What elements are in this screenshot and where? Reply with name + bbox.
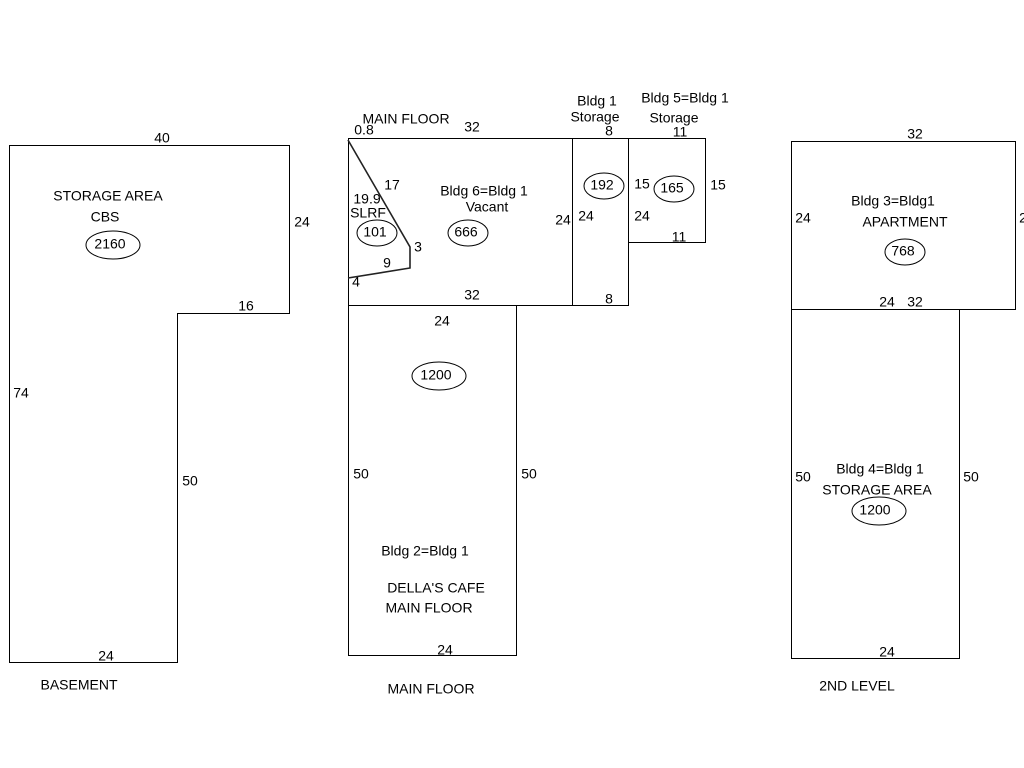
dim-label: 32 (907, 294, 923, 310)
area-ellipse (653, 175, 695, 203)
dim-label: 17 (384, 177, 400, 193)
dim-label: 8 (605, 291, 613, 307)
dim-label: 40 (154, 130, 170, 146)
dim-label: 24 (98, 648, 114, 664)
slrf-label: SLRF (350, 205, 386, 221)
dim-label: 9 (383, 255, 391, 271)
bldg-name: DELLA'S CAFE (387, 580, 485, 596)
dim-label: 50 (795, 469, 811, 485)
bldg-name: MAIN FLOOR (385, 600, 472, 616)
dim-label: 24 (879, 294, 895, 310)
dim-label: 74 (13, 385, 29, 401)
area-ellipse (851, 496, 907, 526)
area-value: 2160 (94, 236, 125, 252)
dim-label: 19.9 (353, 191, 380, 207)
slrf-outline (347, 139, 411, 279)
section-title: 2ND LEVEL (819, 678, 895, 694)
dim-label: 11 (672, 229, 687, 245)
basement-plan: 40 24 16 74 50 24 STORAGE AREA CBS 2160 … (9, 130, 310, 693)
area-ellipse (85, 230, 141, 260)
dim-label: 24 (294, 214, 310, 230)
dim-label: 24 (879, 644, 895, 660)
dim-label: 11 (673, 124, 688, 140)
construction-label: CBS (91, 209, 120, 225)
area-value: 768 (891, 243, 915, 259)
bldg-sub: Storage (649, 110, 698, 126)
dim-label: 24 (434, 313, 450, 329)
dim-label: 24 (795, 210, 811, 226)
area-value: 165 (660, 180, 684, 196)
dim-label: 32 (907, 126, 923, 142)
area-ellipse (356, 219, 398, 247)
section-title: MAIN FLOOR (362, 111, 449, 127)
bldg-sub: Vacant (466, 199, 509, 215)
bldg2-outline (348, 305, 517, 656)
second-level-plan: 32 32 24 2 Bldg 3=Bldg1 APARTMENT 768 24… (791, 126, 1024, 694)
area-value: 1200 (420, 367, 451, 383)
area-value: 666 (454, 224, 478, 240)
dim-label: 0.8 (354, 122, 374, 138)
area-name: STORAGE AREA (53, 188, 163, 204)
dim-label: 24 (578, 208, 594, 224)
area-value: 192 (590, 177, 614, 193)
dim-label: 24 (634, 208, 650, 224)
bldg-label: Bldg 1 (577, 93, 617, 109)
dim-label: 16 (238, 298, 254, 314)
section-title: MAIN FLOOR (387, 681, 474, 697)
dim-label: 3 (414, 239, 422, 255)
area-ellipse (884, 238, 926, 266)
bldg-label: Bldg 4=Bldg 1 (836, 461, 924, 477)
dim-label: 15 (634, 176, 650, 192)
area-ellipse (447, 219, 489, 247)
dim-label: 50 (963, 469, 979, 485)
area-ellipse (583, 172, 625, 200)
dim-label: 50 (353, 466, 369, 482)
dim-label: 4 (352, 274, 360, 290)
area-value: 101 (363, 224, 387, 240)
bldg-name: APARTMENT (862, 214, 947, 230)
dim-label: 32 (464, 119, 480, 135)
dim-label: 24 (437, 642, 453, 658)
bldg5-outline (628, 138, 706, 243)
main-floor-plan: MAIN FLOOR 0.8 32 32 24 Bldg 6=Bldg 1 Va… (347, 90, 729, 697)
area-value: 1200 (859, 502, 890, 518)
bldg-label: Bldg 6=Bldg 1 (440, 183, 528, 199)
dim-label: 32 (464, 287, 480, 303)
dim-label: 50 (521, 466, 537, 482)
bldg-label: Bldg 2=Bldg 1 (381, 543, 469, 559)
bldg4-outline (791, 309, 960, 659)
bldg-label: Bldg 3=Bldg1 (851, 193, 935, 209)
dim-label: 24 (555, 212, 571, 228)
dim-label: 2 (1019, 210, 1024, 226)
basement-outline (9, 145, 290, 663)
bldg-sub: Storage (570, 109, 619, 125)
section-title: BASEMENT (40, 677, 117, 693)
dim-label: 8 (605, 123, 613, 139)
dim-label: 15 (710, 177, 726, 193)
bldg-label: Bldg 5=Bldg 1 (641, 90, 729, 106)
bldg-name: STORAGE AREA (822, 482, 932, 498)
bldg6-outline (348, 138, 573, 306)
area-ellipse (411, 361, 467, 391)
dim-label: 50 (182, 473, 198, 489)
